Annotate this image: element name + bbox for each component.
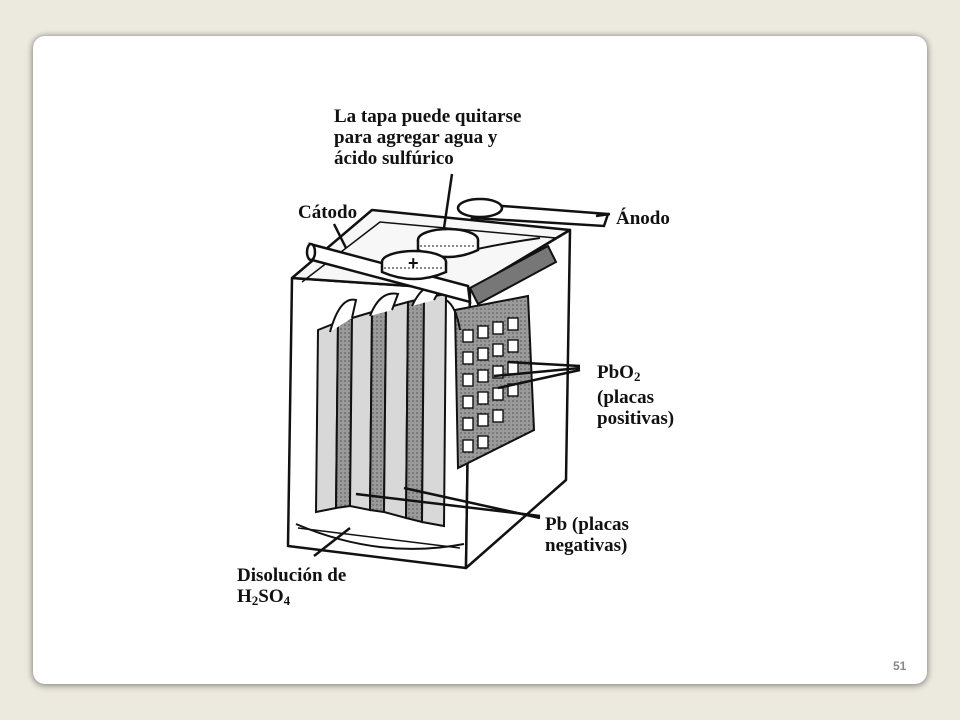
label-disolucion-line1: Disolución de: [237, 565, 347, 586]
label-tapa-line1: La tapa puede quitarse: [334, 106, 522, 127]
label-pbo2-prefix: PbO: [597, 362, 634, 383]
label-anodo: Ánodo: [616, 208, 670, 229]
label-pbo2: PbO2 (placas positivas): [597, 362, 674, 429]
label-disolucion: Disolución de H2SO4: [237, 565, 346, 611]
label-pbo2-line1: PbO2: [597, 362, 674, 387]
label-pbo2-line2: (placas: [597, 387, 654, 408]
label-tapa-line2: para agregar agua y: [334, 127, 498, 148]
label-pbo2-sub: 2: [633, 369, 641, 384]
label-tapa: La tapa puede quitarse para agregar agua…: [334, 106, 521, 169]
battery-plates: [314, 284, 536, 528]
formula-h: H: [237, 586, 252, 607]
formula-so-sub: 4: [283, 593, 291, 608]
page-number: 51: [893, 659, 907, 673]
label-pb: Pb (placas negativas): [545, 514, 629, 556]
label-catodo: Cátodo: [298, 202, 358, 223]
leader-lines: [313, 173, 611, 557]
label-pb-line1: Pb (placas: [545, 514, 629, 535]
label-pbo2-line3: positivas): [597, 408, 675, 429]
formula-so: SO: [258, 586, 284, 607]
label-disolucion-line2: H2SO4: [237, 586, 346, 611]
label-pb-line2: negativas): [545, 535, 628, 556]
terminal-cap-plus: [380, 249, 448, 281]
formula-h-sub: 2: [251, 593, 259, 608]
anode-terminal: [456, 197, 610, 228]
plus-symbol: +: [408, 253, 419, 273]
electrolyte-level: [295, 523, 465, 550]
label-tapa-line3: ácido sulfúrico: [334, 148, 454, 169]
